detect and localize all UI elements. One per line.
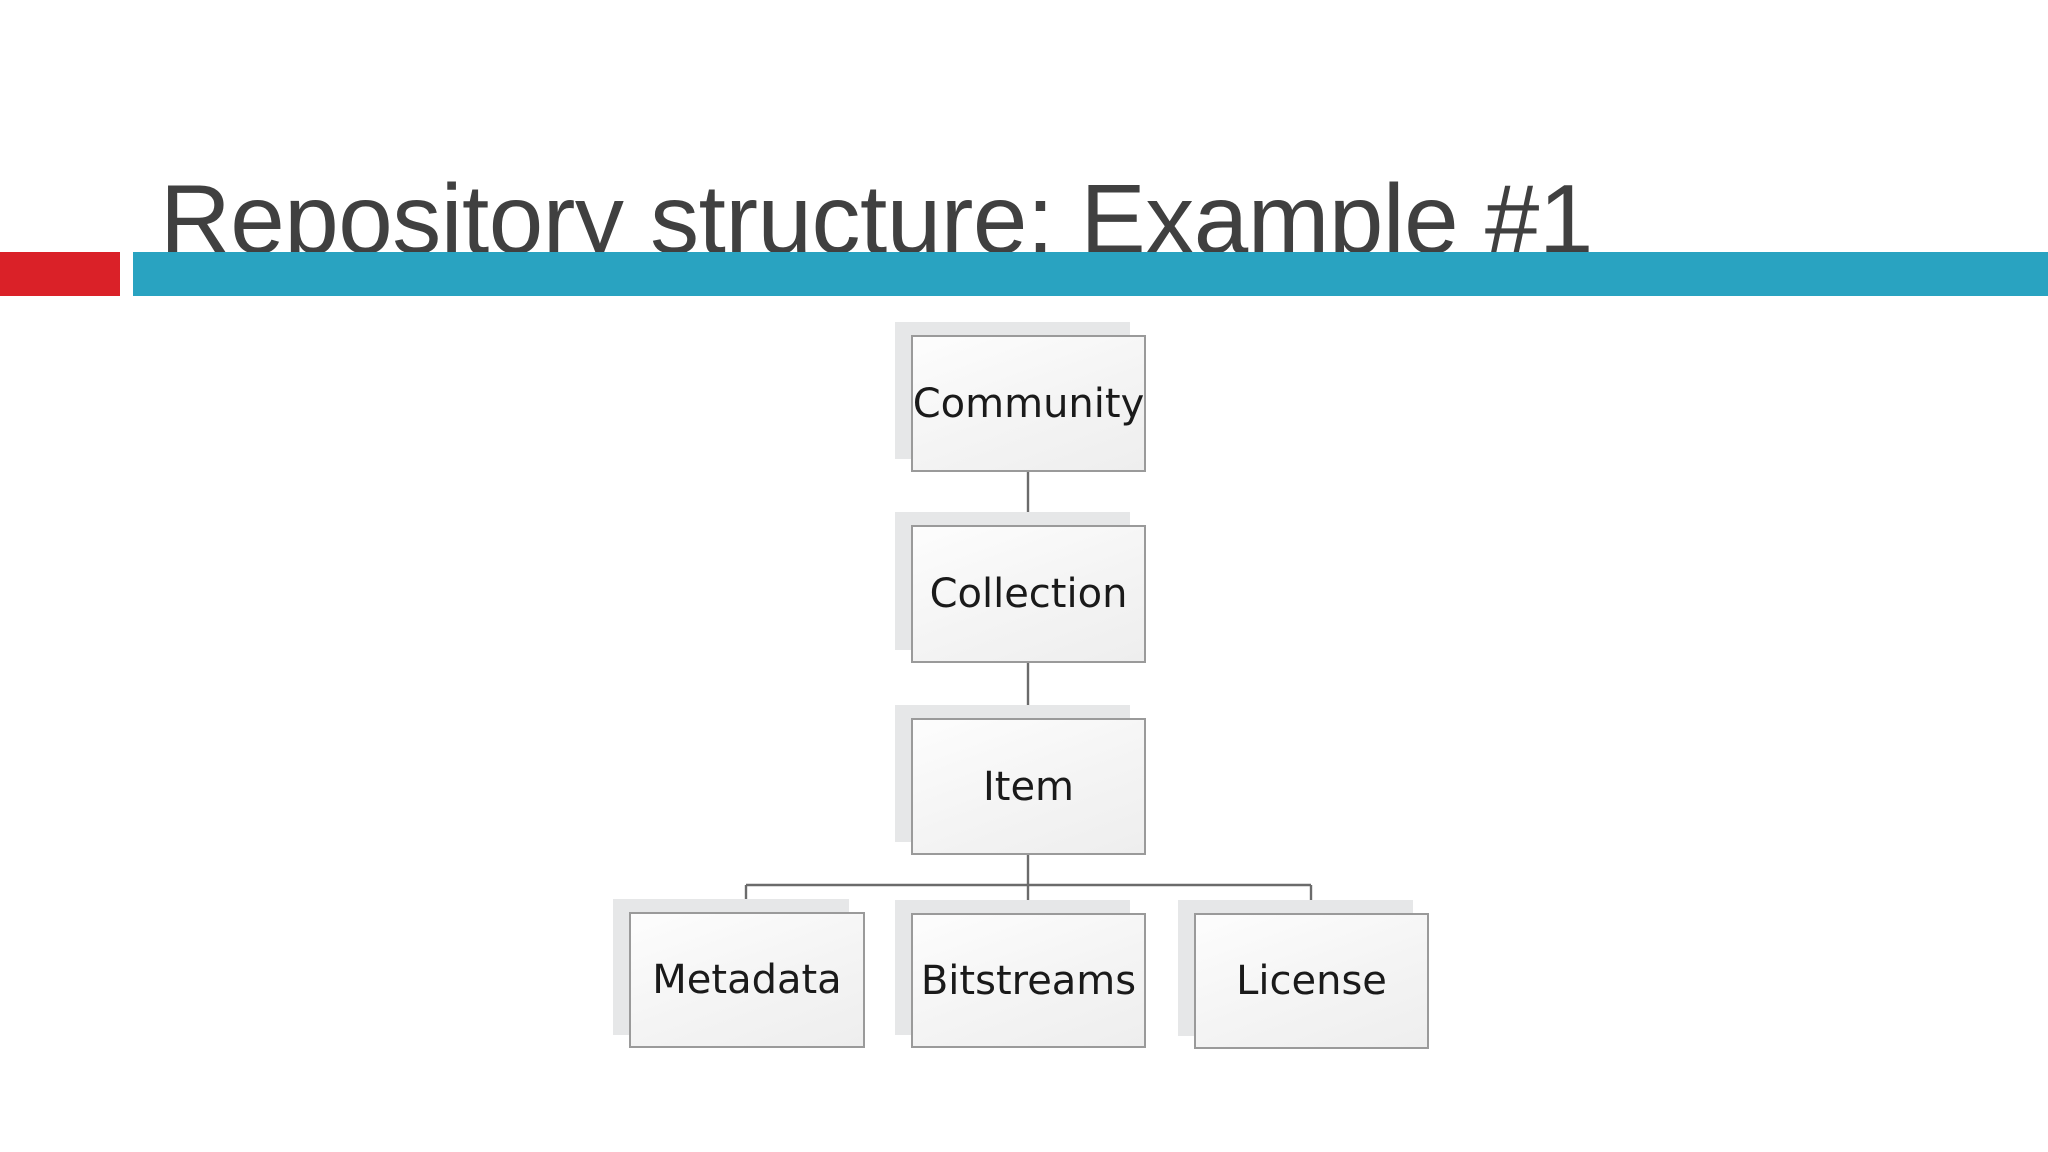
node-label: Bitstreams: [920, 957, 1137, 1004]
diagram-node-collection[interactable]: Collection: [895, 512, 1146, 663]
node-face: Community: [911, 335, 1146, 472]
node-face: Collection: [911, 525, 1146, 663]
title-accent-rule-red: [0, 252, 120, 296]
node-face: Metadata: [629, 912, 865, 1048]
diagram-node-license[interactable]: License: [1178, 900, 1429, 1049]
node-face: License: [1194, 913, 1429, 1049]
diagram-node-item[interactable]: Item: [895, 705, 1146, 855]
node-label: License: [1236, 958, 1387, 1004]
node-face: Bitstreams: [911, 913, 1146, 1048]
title-accent-rule-teal: [133, 252, 2048, 296]
diagram-node-metadata[interactable]: Metadata: [613, 899, 865, 1048]
node-label: Community: [912, 380, 1145, 427]
diagram-node-bitstreams[interactable]: Bitstreams: [895, 900, 1146, 1048]
node-label: Metadata: [652, 957, 842, 1003]
node-face: Item: [911, 718, 1146, 855]
node-label: Item: [982, 763, 1075, 810]
node-label: Collection: [929, 571, 1128, 617]
diagram-node-community[interactable]: Community: [895, 322, 1146, 472]
